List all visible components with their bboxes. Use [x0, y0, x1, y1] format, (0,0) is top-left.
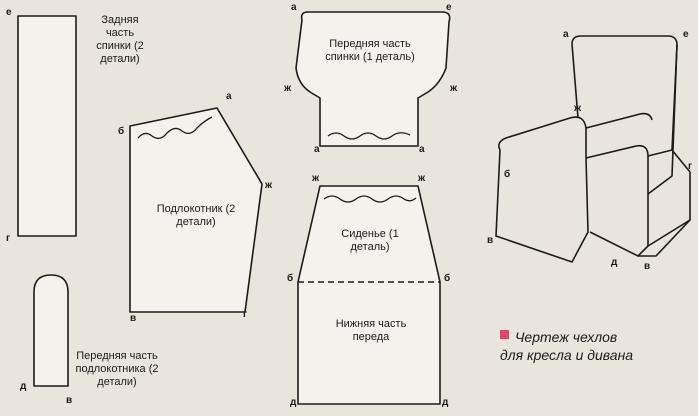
point-a: а — [226, 91, 232, 102]
point-zh: ж — [574, 103, 582, 114]
point-g: г — [688, 161, 693, 172]
point-zh: ж — [450, 83, 458, 94]
point-b: б — [118, 126, 125, 137]
caption-line-2: для кресла и дивана — [500, 347, 634, 363]
point-a: а — [314, 144, 320, 155]
front-back-wave — [327, 132, 411, 140]
point-v: в — [66, 395, 73, 406]
armchair-icon — [495, 35, 691, 263]
point-zh: ж — [312, 173, 320, 184]
point-a: а — [563, 29, 569, 40]
point-v: в — [487, 235, 494, 246]
point-d: д — [290, 397, 297, 408]
point-g: г — [243, 309, 248, 320]
point-b: б — [287, 273, 294, 284]
armrest-shape — [129, 107, 263, 313]
point-a: а — [419, 144, 425, 155]
armrest-front-label: Передняя часть подлокотника (2 детали) — [75, 350, 159, 388]
front-bottom-label: Нижняя часть переда — [335, 318, 407, 343]
front-back-panel-label: Передняя часть спинки (1 деталь) — [325, 38, 415, 63]
back-panel-shape — [17, 15, 77, 237]
point-b: б — [504, 169, 511, 180]
point-zh: ж — [418, 173, 426, 184]
point-b: б — [444, 273, 451, 284]
armrest-front-shape — [33, 274, 69, 387]
point-g: г — [6, 233, 11, 244]
point-zh: ж — [284, 83, 292, 94]
point-zh: ж — [265, 180, 273, 191]
point-d: д — [611, 257, 618, 268]
front-back-panel-shape — [295, 11, 451, 147]
caption-line-1: Чертеж чехлов — [515, 329, 618, 345]
seat-wave — [323, 195, 417, 203]
point-e: е — [446, 2, 452, 13]
back-panel-label: Задняя часть спинки (2 детали) — [96, 14, 144, 65]
caption-marker — [500, 330, 509, 339]
armrest-label: Подлокотник (2 детали) — [156, 203, 236, 228]
armrest-wave — [137, 116, 213, 140]
point-d: д — [20, 381, 27, 392]
point-d: д — [442, 397, 449, 408]
seat-label: Сиденье (1 деталь) — [341, 228, 399, 253]
seat-shape — [297, 185, 441, 405]
point-v: в — [130, 313, 137, 324]
point-v: в — [644, 261, 651, 272]
point-a: а — [291, 2, 297, 13]
point-e: е — [6, 7, 12, 18]
point-e: е — [683, 29, 689, 40]
figure-caption: Чертеж чехлов для кресла и дивана — [500, 328, 633, 364]
